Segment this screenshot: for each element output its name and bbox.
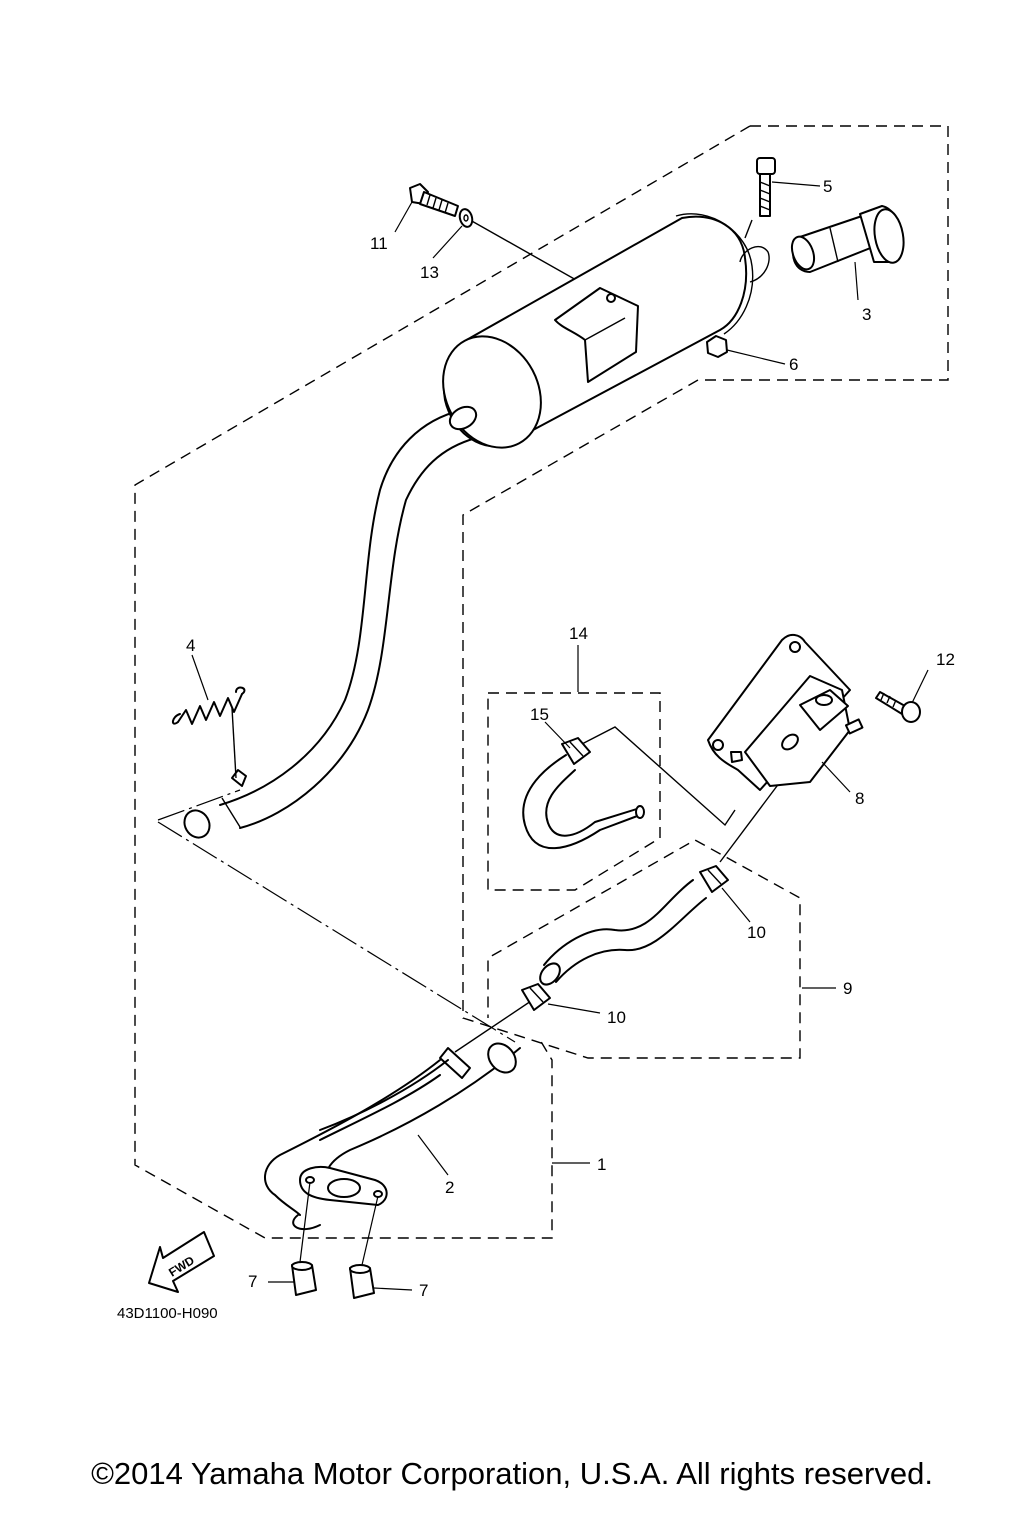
callout-11: 11 bbox=[370, 234, 388, 253]
callout-9: 9 bbox=[843, 979, 852, 998]
header-flange-gasket-plate bbox=[299, 1165, 388, 1206]
muffler-mount-bracket bbox=[554, 287, 639, 383]
muffler bbox=[442, 213, 770, 449]
callout-7-right: 7 bbox=[419, 1281, 428, 1300]
callout-8: 8 bbox=[855, 789, 864, 808]
copyright-notice: ©2014 Yamaha Motor Corporation, U.S.A. A… bbox=[91, 1456, 933, 1491]
nut-7-right bbox=[349, 1264, 375, 1299]
callout-3: 3 bbox=[862, 305, 871, 324]
hose-to-valve-reference-line bbox=[579, 726, 736, 827]
callout-2: 2 bbox=[445, 1178, 454, 1197]
exhaust-header-pipe bbox=[264, 1042, 521, 1231]
pipe-to-header-reference-line bbox=[157, 821, 516, 1043]
callout-6: 6 bbox=[789, 355, 798, 374]
flange-stud-left-line bbox=[299, 1181, 311, 1263]
pipe-inlet-reference-line bbox=[157, 789, 241, 821]
muffler-outlet-bushing bbox=[448, 405, 478, 431]
hose-kit-14-boundary bbox=[487, 692, 661, 891]
air-injection-valve-8 bbox=[707, 634, 864, 791]
clip-10-lower bbox=[521, 983, 551, 1011]
callout-10-lower: 10 bbox=[607, 1008, 626, 1027]
callout-7-left: 7 bbox=[248, 1272, 257, 1291]
nut-7-left bbox=[291, 1261, 317, 1296]
bolt-5 bbox=[756, 157, 776, 217]
exhaust-pipe-inlet-end bbox=[183, 809, 211, 839]
spark-arrester-tail-pipe bbox=[790, 205, 905, 273]
clip-10-upper bbox=[699, 865, 729, 893]
spring-hook-tab bbox=[231, 769, 247, 787]
callout-1: 1 bbox=[597, 1155, 606, 1174]
washer-13 bbox=[458, 208, 474, 228]
header-clamp-reference-line bbox=[454, 994, 541, 1053]
nut-6 bbox=[706, 335, 728, 358]
callout-15: 15 bbox=[530, 705, 549, 724]
bolt5-reference-line bbox=[744, 219, 753, 239]
callout-12: 12 bbox=[936, 650, 955, 669]
clip-15 bbox=[561, 737, 591, 765]
bolt-11 bbox=[409, 183, 459, 217]
exhaust-pipe bbox=[183, 409, 477, 839]
forward-direction-arrow: FWD bbox=[148, 1231, 215, 1293]
header-pipe-outlet bbox=[487, 1042, 517, 1074]
callout-13: 13 bbox=[420, 263, 439, 282]
callout-14: 14 bbox=[569, 624, 588, 643]
hose-15 bbox=[522, 754, 645, 850]
flange-stud-right-line bbox=[361, 1195, 379, 1266]
diagram-code: 43D1100-H090 bbox=[117, 1305, 218, 1322]
callout-10-upper: 10 bbox=[747, 923, 766, 942]
spring-4 bbox=[172, 686, 246, 779]
hose9-to-valve-reference-line bbox=[719, 781, 781, 863]
main-assembly-group-boundary bbox=[134, 125, 751, 1239]
callout-5: 5 bbox=[823, 177, 832, 196]
callout-4: 4 bbox=[186, 636, 195, 655]
screw-12 bbox=[875, 691, 921, 723]
hose-9 bbox=[539, 879, 707, 986]
